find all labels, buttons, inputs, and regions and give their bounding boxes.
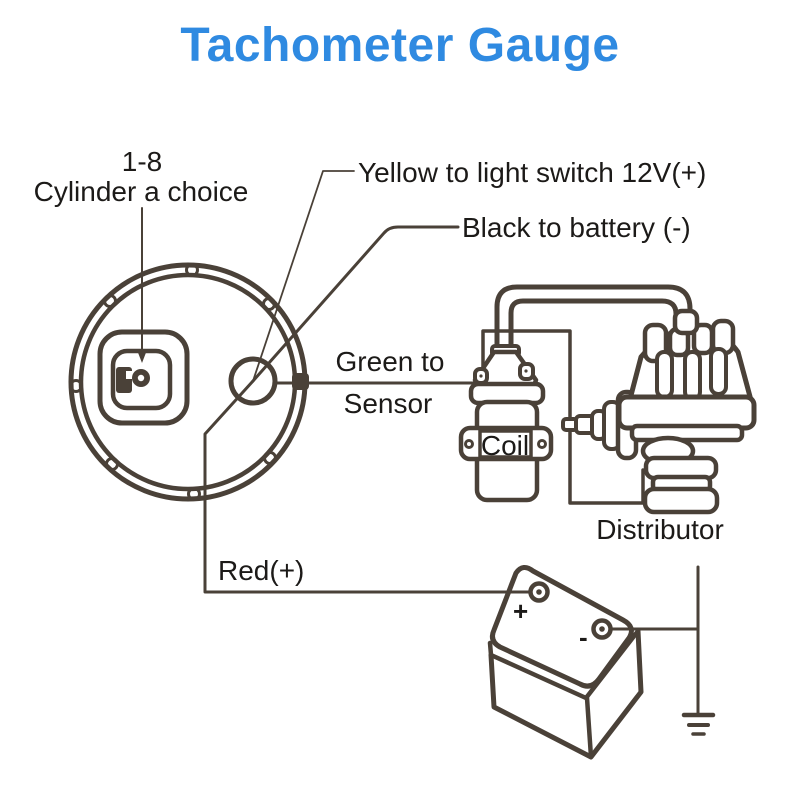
- cylinder-label-line1: 1-8: [122, 146, 162, 177]
- green-wire-label-line1: Green to: [336, 346, 445, 377]
- black-wire-label: Black to battery (-): [462, 212, 691, 243]
- battery-front-edge: [584, 695, 594, 760]
- screw-hole-icon: [105, 457, 119, 471]
- distributor-base: [629, 423, 745, 443]
- battery-minus-sign: -: [579, 622, 588, 652]
- cylinder-label-line2: Cylinder a choice: [34, 176, 249, 207]
- distributor: [561, 308, 757, 515]
- gauge-screw-holes: [69, 263, 277, 501]
- battery-positive-terminal-dot: [536, 589, 542, 595]
- coil-left-terminal-hole: [479, 374, 483, 378]
- bracket-hole-left: [464, 439, 474, 449]
- cap-center-tower: [672, 308, 700, 336]
- ignition-coil: Coil: [458, 344, 554, 503]
- coil-label: Coil: [481, 430, 529, 461]
- cap-slot-1: [655, 350, 674, 399]
- distributor-band: [616, 394, 757, 431]
- cap-slot-2: [683, 350, 702, 401]
- battery-negative-terminal-dot: [599, 626, 605, 632]
- battery-lid-lip: [487, 628, 641, 701]
- screw-hole-icon: [263, 451, 277, 465]
- selector-dial-hole: [137, 374, 145, 382]
- battery-top-face: [490, 565, 634, 689]
- green-wire-label-line2: Sensor: [344, 388, 433, 419]
- dip-switch-icon: [116, 367, 132, 393]
- coil-right-terminal-hole: [524, 369, 528, 373]
- red-wire-label: Red(+): [218, 555, 304, 586]
- shaft-collar-3: [642, 486, 720, 515]
- page-title: Tachometer Gauge: [180, 19, 620, 72]
- black-wire: [251, 225, 460, 383]
- yellow-wire-leader: [252, 170, 355, 382]
- battery: [487, 565, 644, 760]
- dip-switch-notch: [126, 371, 132, 379]
- screw-hole-icon: [185, 263, 199, 277]
- cap-slot-3: [709, 347, 728, 396]
- tachometer-gauge-back: [68, 262, 309, 502]
- screw-hole-icon: [103, 294, 117, 308]
- ht-lead-inner: [508, 298, 679, 359]
- cylinder-pointer-arrow-icon: [137, 350, 147, 363]
- screw-hole-icon: [69, 379, 83, 393]
- ht-lead-outer: [494, 284, 693, 359]
- screw-hole-icon: [262, 297, 276, 311]
- bracket-hole-right: [537, 439, 547, 449]
- battery-plus-sign: +: [513, 596, 528, 626]
- coil-label-plate: [478, 429, 533, 459]
- yellow-wire-label: Yellow to light switch 12V(+): [358, 157, 706, 188]
- ground-symbol: [681, 565, 716, 736]
- red-wire: [203, 379, 532, 594]
- distributor-label: Distributor: [596, 514, 724, 545]
- screw-hole-icon: [187, 487, 201, 501]
